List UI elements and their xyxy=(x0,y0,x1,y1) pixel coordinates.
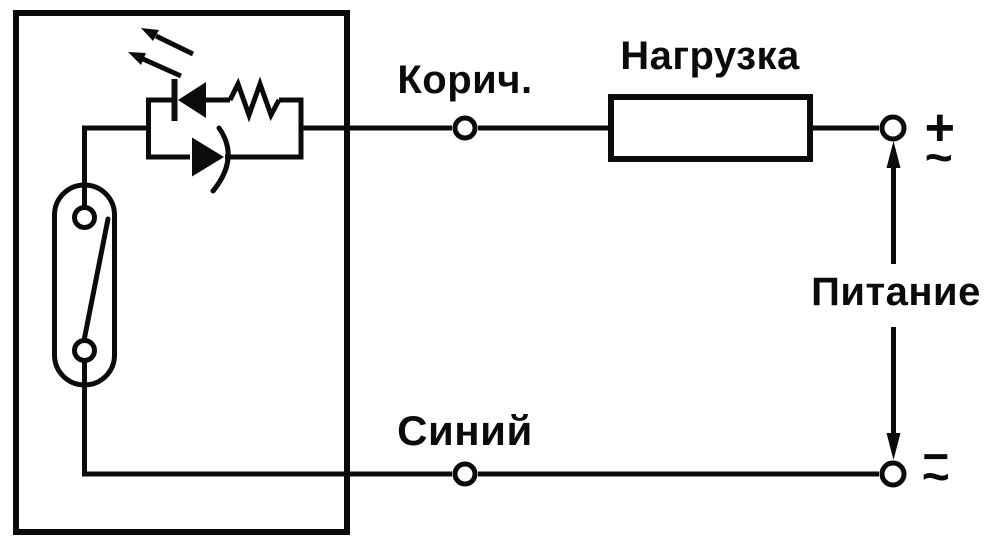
power-supply-label: Питание xyxy=(811,270,981,314)
plus-sign: + xyxy=(925,99,956,157)
ac-tilde-bottom: ~ xyxy=(922,451,951,504)
wire-internal-bottom xyxy=(82,361,452,477)
plus-terminal xyxy=(879,114,907,142)
blue-wire-connector xyxy=(452,461,478,487)
wire-internal-top xyxy=(82,125,148,206)
brown-wire-connector xyxy=(452,115,478,141)
resistor-zigzag-icon xyxy=(227,76,282,123)
ac-tilde-top: ~ xyxy=(925,132,954,185)
minus-terminal xyxy=(879,460,907,488)
led-resistor-diode-block xyxy=(128,28,304,194)
brown-wire-label: Корич. xyxy=(397,58,532,102)
load-box xyxy=(608,94,813,162)
minus-sign: − xyxy=(922,430,949,482)
led-emission-arrows xyxy=(128,28,195,79)
led-indicator-icon xyxy=(128,28,282,123)
sensor-box xyxy=(13,10,350,535)
diode-curved-cathode-icon xyxy=(192,125,231,194)
reed-switch-icon xyxy=(52,182,117,388)
blue-wire-label: Синий xyxy=(397,407,533,454)
load-label: Нагрузка xyxy=(620,34,800,78)
power-arrow xyxy=(886,141,901,460)
